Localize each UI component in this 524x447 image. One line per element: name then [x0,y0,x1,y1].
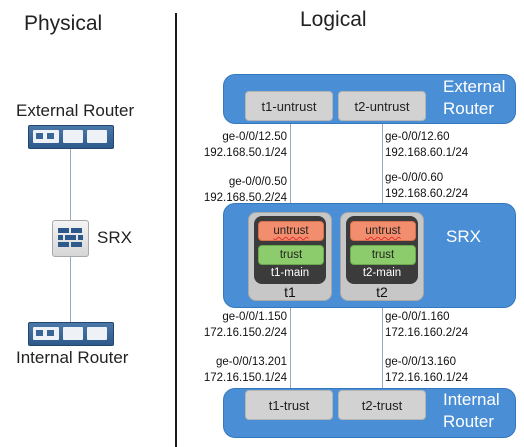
tenant-t1: untrust trust t1-main t1 [248,212,332,301]
iface-int-t1-ip: 172.16.150.1/24 [203,372,287,384]
internal-label-line1: Internal [443,390,500,409]
iface-srx-down-t1-name: ge-0/0/1.150 [222,311,287,323]
link-t2-lower [382,298,383,390]
zone-t2-trust: trust [350,245,416,265]
iface-srx-up-t2-name: ge-0/0/0.60 [385,172,444,184]
link-t1-lower [290,298,291,390]
vr-t1-label: t1-main [270,267,310,279]
external-router-icon [28,125,114,149]
internal-router-icon [28,322,114,346]
pill-t2-trust: t2-trust [338,390,426,420]
internal-label-line2: Router [443,412,495,431]
iface-srx-up-t1-ip: 192.168.50.2/24 [203,192,287,204]
physical-link-top [70,148,71,220]
iface-int-t2-ip: 172.16.160.1/24 [385,372,469,384]
link-t2-upper [382,120,383,212]
pill-t1-untrust: t1-untrust [245,91,333,121]
section-divider [175,13,177,447]
logical-title: Logical [300,8,367,31]
vr-t2-label: t2-main [362,267,402,279]
srx-label: SRX [97,228,132,247]
iface-ext-t1-ip: 192.168.50.1/24 [203,147,287,159]
firewall-icon [52,220,89,257]
virtual-router-t2: untrust trust t2-main [346,216,418,284]
iface-srx-up-t1-name: ge-0/0/0.50 [228,176,287,188]
zone-t2-untrust: untrust [350,221,416,241]
pill-t2-untrust: t2-untrust [338,91,426,121]
internal-router-label: Internal Router [16,348,129,367]
zone-t1-untrust: untrust [258,221,324,241]
zone-t1-untrust-label: untrust [273,225,309,237]
link-t1-upper [290,120,291,212]
tenant-t2: untrust trust t2-main t2 [340,212,424,301]
external-label-line1: External [443,77,506,96]
internal-router-panel-label: Internal Router [443,389,500,433]
iface-srx-down-t1-ip: 172.16.150.2/24 [203,327,287,339]
iface-int-t2-name: ge-0/0/13.160 [385,356,456,368]
iface-srx-down-t2-ip: 172.16.160.2/24 [385,327,469,339]
external-router-label: External Router [16,101,135,120]
external-label-line2: Router [443,99,495,118]
iface-srx-up-t2-ip: 192.168.60.2/24 [385,188,469,200]
zone-t1-trust: trust [258,245,324,265]
iface-ext-t2-ip: 192.168.60.1/24 [385,147,469,159]
zone-t2-untrust-label: untrust [365,225,401,237]
tenant-t1-label: t1 [284,284,296,300]
iface-srx-down-t2-name: ge-0/0/1.160 [385,311,450,323]
physical-link-bottom [70,256,71,322]
iface-int-t1-name: ge-0/0/13.201 [216,356,287,368]
iface-ext-t1-name: ge-0/0/12.50 [222,131,287,143]
iface-ext-t2-name: ge-0/0/12.60 [385,131,450,143]
virtual-router-t1: untrust trust t1-main [254,216,326,284]
tenant-t2-label: t2 [376,284,388,300]
physical-title: Physical [24,12,103,35]
external-router-panel-label: External Router [443,76,505,120]
pill-t1-trust: t1-trust [245,390,333,420]
srx-panel-label: SRX [446,227,481,246]
